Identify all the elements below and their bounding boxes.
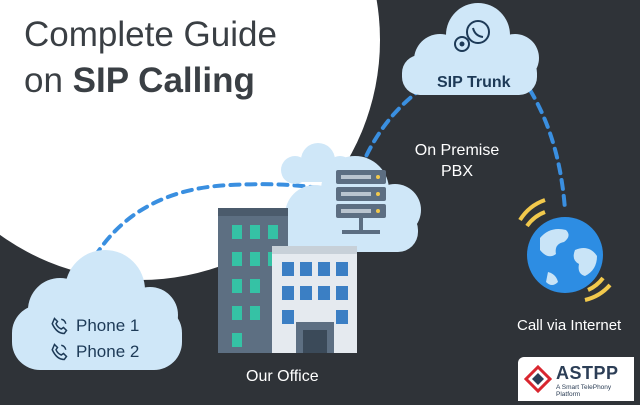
brand-name: ASTPP — [556, 363, 619, 383]
page-title-line-2: on SIP Calling — [24, 60, 255, 102]
page-title-emphasis: SIP Calling — [72, 61, 255, 100]
phone-2-label: Phone 2 — [76, 342, 140, 361]
page-title-line-1: Complete Guide — [24, 15, 277, 54]
sip-trunk-label: SIP Trunk — [437, 74, 511, 91]
pbx-label-line-1: On Premise — [414, 142, 500, 159]
phone-icon — [51, 317, 68, 335]
office-label: Our Office — [246, 368, 319, 385]
trunk-internet-connection — [528, 88, 567, 212]
globe-icon — [518, 198, 612, 302]
pbx-label-line-2: PBX — [440, 163, 473, 180]
sip-trunk-icon — [454, 20, 490, 52]
phone-1-item: Phone 1 — [50, 316, 139, 336]
brand-tagline: A Smart TelePhony Platform — [556, 384, 612, 398]
pbx-server-icon — [336, 170, 386, 234]
astpp-brand: ASTPP A Smart TelePhony Platform — [518, 357, 634, 401]
astpp-logo-icon — [524, 365, 552, 393]
page-title-prefix: on — [24, 61, 73, 100]
connection-lines — [78, 88, 567, 287]
office-building — [218, 208, 357, 353]
phone-icon — [51, 343, 68, 361]
pbx-trunk-connection — [358, 88, 422, 172]
phone-1-label: Phone 1 — [76, 316, 140, 335]
pbx-label: On Premise PBX — [407, 142, 507, 181]
internet-label: Call via Internet — [517, 317, 622, 334]
phone-2-item: Phone 2 — [50, 342, 139, 362]
office-phones-connection — [78, 182, 332, 287]
